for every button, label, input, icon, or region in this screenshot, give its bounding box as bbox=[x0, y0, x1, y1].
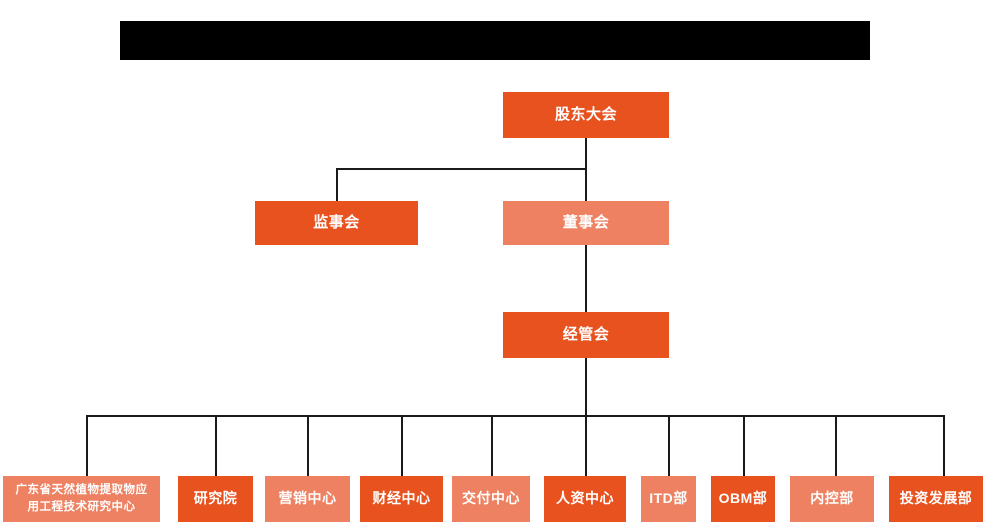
connector-drop-dept-9 bbox=[835, 415, 837, 476]
node-label: OBM部 bbox=[718, 490, 768, 507]
connector-department-bus bbox=[86, 415, 944, 417]
node-label: 营销中心 bbox=[278, 490, 337, 507]
node-label-line-2: 用工程技术研究中心 bbox=[27, 501, 136, 513]
node-label: 研究院 bbox=[193, 490, 238, 507]
node-board-of-directors[interactable]: 董事会 bbox=[503, 201, 669, 245]
node-dept-itd[interactable]: ITD部 bbox=[641, 476, 696, 522]
node-label: 内控部 bbox=[810, 490, 854, 507]
node-dept-research-institute[interactable]: 研究院 bbox=[178, 476, 253, 522]
connector-supervisory-drop bbox=[336, 168, 338, 201]
connector-drop-dept-4 bbox=[401, 415, 403, 476]
node-label: 股东大会 bbox=[554, 105, 617, 123]
connector-drop-dept-2 bbox=[215, 415, 217, 476]
node-label: 经管会 bbox=[562, 325, 610, 343]
connector-shareholders-down bbox=[585, 138, 587, 170]
node-label: 董事会 bbox=[562, 213, 610, 231]
node-label: 监事会 bbox=[313, 213, 360, 231]
node-dept-marketing-center[interactable]: 营销中心 bbox=[265, 476, 350, 522]
node-dept-hr-center[interactable]: 人资中心 bbox=[544, 476, 626, 522]
node-label-line-1: 广东省天然植物提取物应 bbox=[15, 484, 148, 497]
node-supervisory-board[interactable]: 监事会 bbox=[255, 201, 418, 245]
connector-management-down bbox=[585, 358, 587, 416]
connector-drop-dept-3 bbox=[307, 415, 309, 476]
node-label: 投资发展部 bbox=[899, 490, 973, 507]
node-dept-guangdong-research-center[interactable]: 广东省天然植物提取物应 用工程技术研究中心 bbox=[3, 476, 160, 522]
node-label: 人资中心 bbox=[556, 490, 614, 507]
node-label: 财经中心 bbox=[372, 490, 431, 507]
node-dept-finance-center[interactable]: 财经中心 bbox=[360, 476, 443, 522]
node-dept-internal-control[interactable]: 内控部 bbox=[790, 476, 874, 522]
node-management-committee[interactable]: 经管会 bbox=[503, 312, 669, 358]
connector-level1-bus bbox=[336, 168, 587, 170]
connector-drop-dept-1 bbox=[86, 415, 88, 476]
connector-drop-dept-7 bbox=[668, 415, 670, 476]
node-label: 广东省天然植物提取物应 用工程技术研究中心 bbox=[16, 482, 148, 515]
connector-drop-dept-5 bbox=[491, 415, 493, 476]
connector-board-drop bbox=[585, 168, 587, 201]
node-label: ITD部 bbox=[649, 490, 688, 507]
redacted-title-bar bbox=[120, 21, 870, 60]
node-dept-obm[interactable]: OBM部 bbox=[711, 476, 775, 522]
node-label: 交付中心 bbox=[462, 490, 520, 507]
connector-board-to-management bbox=[585, 244, 587, 312]
connector-drop-dept-10 bbox=[943, 415, 945, 476]
connector-drop-dept-6 bbox=[585, 415, 587, 476]
node-dept-investment-development[interactable]: 投资发展部 bbox=[889, 476, 983, 522]
node-shareholders-meeting[interactable]: 股东大会 bbox=[503, 92, 669, 138]
connector-drop-dept-8 bbox=[743, 415, 745, 476]
node-dept-delivery-center[interactable]: 交付中心 bbox=[452, 476, 530, 522]
